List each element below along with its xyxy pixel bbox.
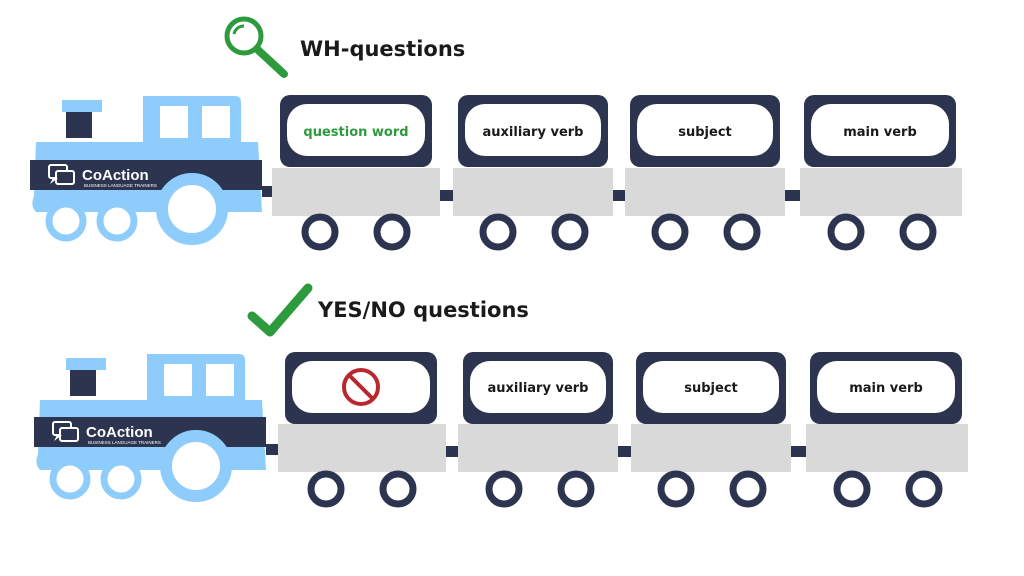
coupling-bar bbox=[266, 444, 286, 455]
coupling-bar bbox=[616, 446, 636, 457]
wheel bbox=[49, 458, 91, 500]
wheel bbox=[827, 213, 865, 251]
wagon-3: subject bbox=[631, 352, 791, 508]
wagon-1: question word bbox=[272, 95, 440, 251]
wagon-window bbox=[287, 104, 425, 156]
wheel bbox=[156, 173, 228, 245]
wheel bbox=[657, 470, 695, 508]
wagon-label: subject bbox=[684, 381, 738, 396]
wheel bbox=[485, 470, 523, 508]
cab-window bbox=[202, 106, 230, 138]
train-wh-questions: WH-questions CoAction BUSINESS LANGUAGE … bbox=[30, 16, 962, 251]
chat-bubbles-icon bbox=[52, 421, 79, 442]
wheel bbox=[479, 213, 517, 251]
wagon-3: subject bbox=[625, 95, 785, 251]
wagon-label: question word bbox=[303, 125, 408, 140]
brand-name: CoAction bbox=[86, 424, 153, 441]
wagon-2: auxiliary verb bbox=[453, 95, 613, 251]
train-yes-no-questions: YES/NO questions CoAction BUSINESS LANGU… bbox=[34, 283, 968, 508]
wagon-label: auxiliary verb bbox=[488, 381, 589, 396]
wheel bbox=[651, 213, 689, 251]
brand-name: CoAction bbox=[82, 167, 149, 184]
wheel bbox=[96, 200, 138, 242]
wagon-1 bbox=[278, 352, 446, 508]
wheel bbox=[45, 200, 87, 242]
checkmark-icon bbox=[247, 283, 313, 337]
wagon-window bbox=[817, 361, 955, 413]
coupling-bar bbox=[610, 190, 630, 201]
wheel bbox=[301, 213, 339, 251]
locomotive: CoAction BUSINESS LANGUAGE TRAINERS bbox=[34, 354, 267, 502]
wheel bbox=[160, 430, 232, 502]
wagon-window bbox=[470, 361, 606, 413]
brand-tagline: BUSINESS LANGUAGE TRAINERS bbox=[84, 183, 157, 188]
chat-bubbles-icon bbox=[48, 164, 75, 185]
cab-window bbox=[206, 364, 234, 396]
wagon-label: auxiliary verb bbox=[483, 125, 584, 140]
wagon-window bbox=[811, 104, 949, 156]
wagon-label: main verb bbox=[843, 125, 917, 140]
smokestack bbox=[70, 370, 96, 396]
wagon-label: main verb bbox=[849, 381, 923, 396]
wagon-4: main verb bbox=[806, 352, 968, 508]
wagon-window bbox=[637, 104, 773, 156]
wheel bbox=[899, 213, 937, 251]
wheel bbox=[905, 470, 943, 508]
heading-wh-questions: WH-questions bbox=[300, 37, 465, 61]
cab-window bbox=[160, 106, 188, 138]
smokestack bbox=[66, 112, 92, 138]
coupling-bar bbox=[442, 446, 462, 457]
wheel bbox=[833, 470, 871, 508]
coupling-bar bbox=[784, 190, 804, 201]
wagon-label: subject bbox=[678, 125, 732, 140]
locomotive: CoAction BUSINESS LANGUAGE TRAINERS bbox=[30, 96, 263, 245]
wagon-2: auxiliary verb bbox=[458, 352, 618, 508]
wagon-window bbox=[465, 104, 601, 156]
coupling-bar bbox=[790, 446, 810, 457]
magnifier-icon bbox=[224, 16, 288, 78]
coupling-bar bbox=[438, 190, 458, 201]
heading-yes-no-questions: YES/NO questions bbox=[317, 298, 529, 322]
wheel bbox=[557, 470, 595, 508]
wagon-4: main verb bbox=[800, 95, 962, 251]
wheel bbox=[723, 213, 761, 251]
brand-tagline: BUSINESS LANGUAGE TRAINERS bbox=[88, 440, 161, 445]
wheel bbox=[729, 470, 767, 508]
no-entry-icon bbox=[342, 368, 380, 406]
wagon-window bbox=[643, 361, 779, 413]
wheel bbox=[379, 470, 417, 508]
wheel bbox=[307, 470, 345, 508]
wheel bbox=[373, 213, 411, 251]
wheel bbox=[100, 458, 142, 500]
wheel bbox=[551, 213, 589, 251]
cab-window bbox=[164, 364, 192, 396]
